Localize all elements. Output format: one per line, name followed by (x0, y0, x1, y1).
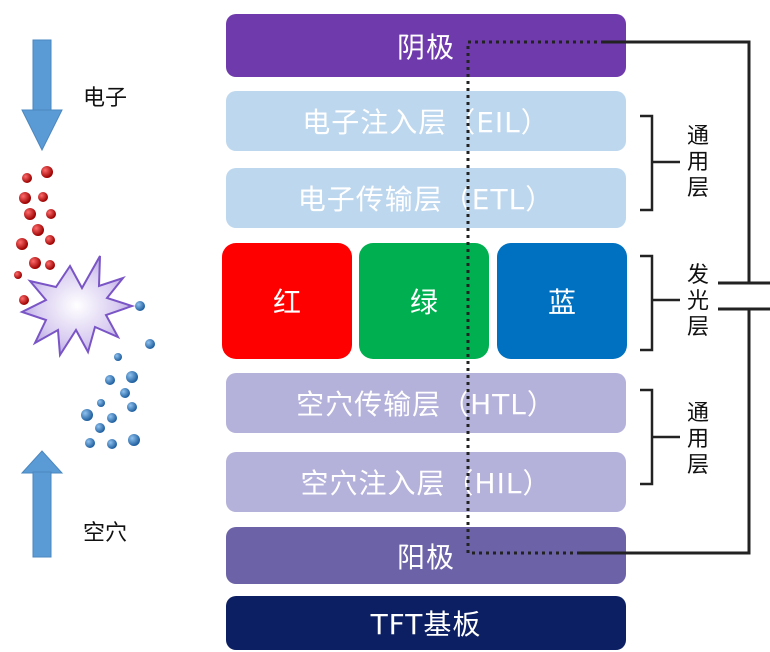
anode-label: 阳极 (396, 540, 455, 574)
red-label: 红 (272, 286, 301, 319)
blue-label: 蓝 (547, 286, 576, 319)
recombination-burst-icon (19, 255, 136, 359)
electron-transport-layer: 电子传输层（ETL） (226, 168, 626, 228)
red-emission-block: 红 (222, 243, 352, 359)
eil-label: 电子注入层（EIL） (302, 106, 550, 139)
hole-transport-layer: 空穴传输层（HTL） (226, 373, 626, 433)
internal-current-path (466, 40, 604, 555)
cathode-layer: 阴极 (226, 14, 626, 77)
bracket-lower-common (640, 388, 680, 486)
anode-layer: 阳极 (226, 527, 626, 584)
bracket-upper-common (640, 114, 680, 212)
electron-injection-layer: 电子注入层（EIL） (226, 91, 626, 151)
electron-arrow-icon (21, 39, 63, 152)
bracket-emissive (640, 254, 680, 352)
electron-particles (14, 166, 56, 305)
htl-label: 空穴传输层（HTL） (296, 388, 556, 421)
tft-substrate-layer: TFT基板 (226, 596, 626, 650)
common-layer-lower-label: 通 用 层 (686, 401, 709, 478)
etl-label: 电子传输层（ETL） (297, 183, 555, 216)
hole-particles (81, 301, 155, 449)
hole-arrow-icon (20, 450, 64, 558)
tft-label: TFT基板 (370, 608, 482, 641)
hil-label: 空穴注入层（HIL） (300, 467, 552, 500)
hole-injection-layer: 空穴注入层（HIL） (226, 452, 626, 512)
blue-emission-block: 蓝 (497, 243, 627, 359)
hole-label: 空穴 (83, 521, 128, 546)
emissive-layer-label: 发 光 层 (686, 263, 709, 340)
electron-label: 电子 (83, 86, 128, 111)
external-circuit (580, 40, 770, 555)
cathode-label: 阴极 (396, 30, 455, 64)
common-layer-upper-label: 通 用 层 (686, 124, 709, 201)
green-label: 绿 (409, 286, 438, 319)
